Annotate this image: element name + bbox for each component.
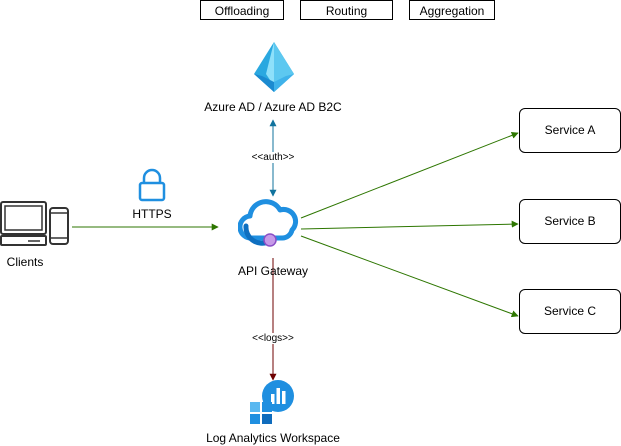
tag-routing: Routing <box>300 0 393 20</box>
service-b-box: Service B <box>519 199 621 244</box>
auth-edge-label: <<auth>> <box>243 152 303 163</box>
clients-label: Clients <box>6 255 44 269</box>
log-analytics-icon <box>250 380 294 424</box>
api-gateway-icon <box>238 199 299 247</box>
azure-ad-label: Azure AD / Azure AD B2C <box>204 100 342 114</box>
service-a-box: Service A <box>519 108 621 153</box>
tag-aggregation: Aggregation <box>409 0 495 20</box>
api-gateway-label: API Gateway <box>237 264 309 278</box>
tag-offloading: Offloading <box>200 0 284 20</box>
lock-icon <box>138 168 166 202</box>
edge-gateway-to-service-c <box>300 235 519 318</box>
edge-gateway-to-service-a <box>300 132 519 219</box>
edge-gateway-to-service-b <box>300 220 519 230</box>
azure-ad-icon <box>254 42 294 92</box>
logs-edge-label: <<logs>> <box>246 333 300 344</box>
https-label: HTTPS <box>132 207 172 221</box>
service-c-box: Service C <box>519 289 621 334</box>
log-analytics-label: Log Analytics Workspace <box>206 431 340 445</box>
clients-icon <box>0 201 69 246</box>
